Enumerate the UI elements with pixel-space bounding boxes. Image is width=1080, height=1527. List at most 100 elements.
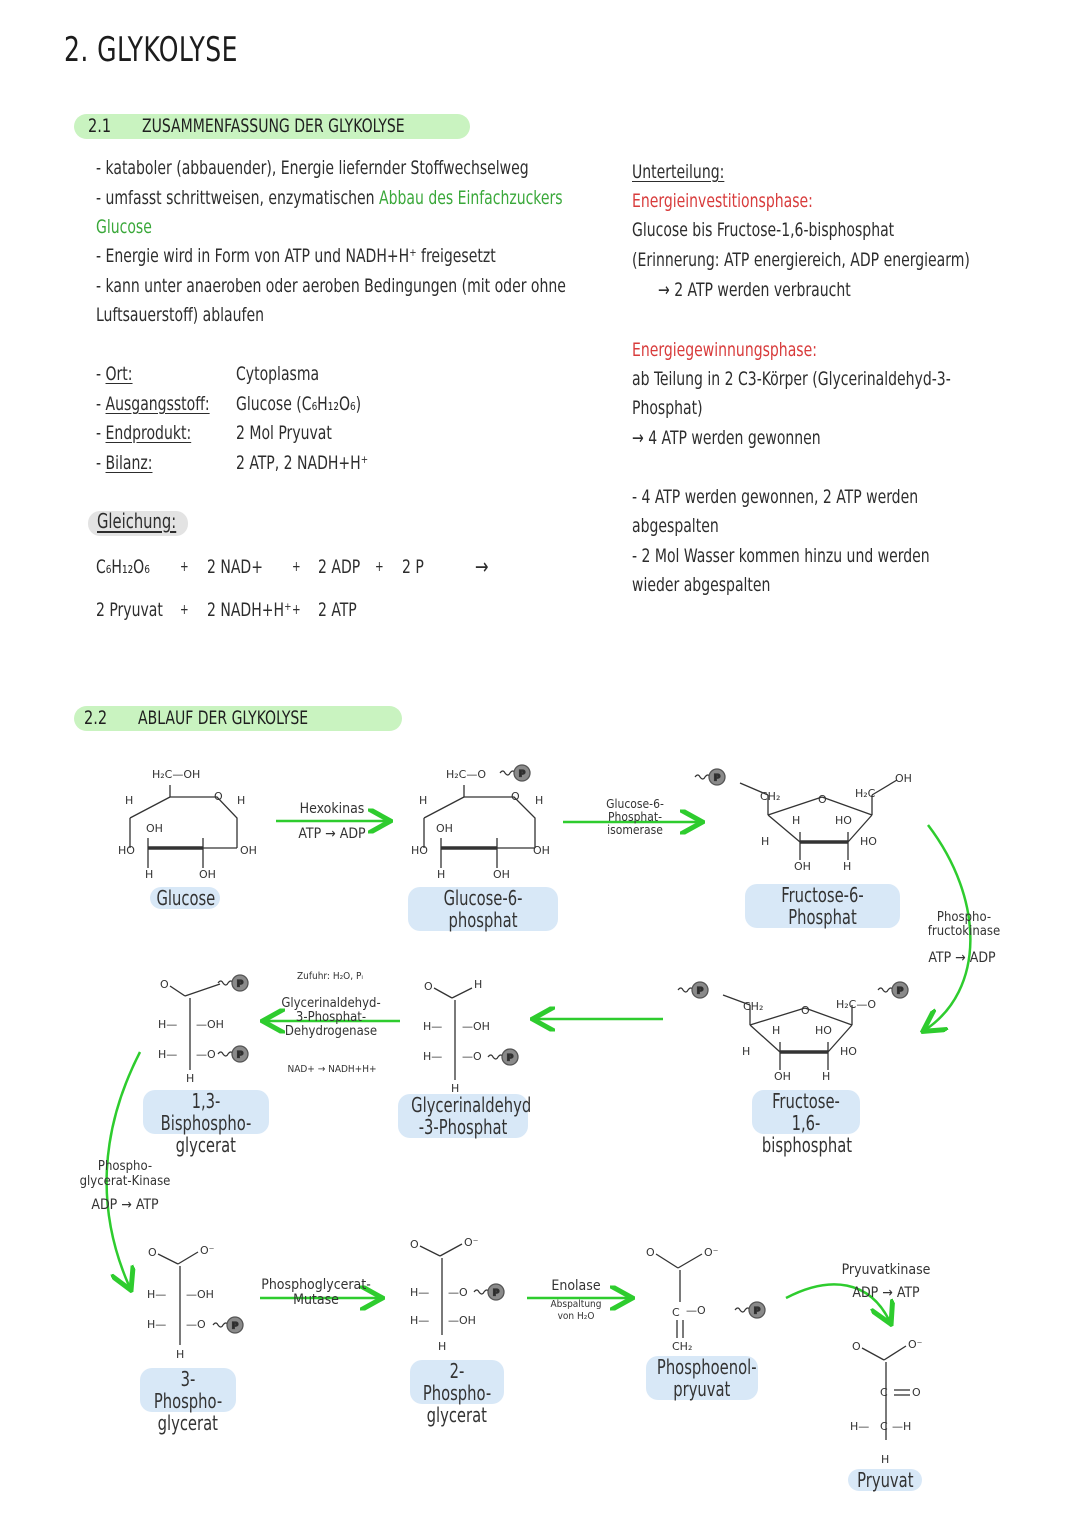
note1-line1: - 4 ATP werden gewonnen, 2 ATP werden [632,486,919,508]
svg-text:OH: OH [774,1070,791,1083]
svg-text:H: H [125,794,133,807]
note2-line2: wieder abgespalten [632,574,771,596]
svg-text:O: O [148,1246,157,1259]
svg-text:H: H [474,978,482,991]
svg-text:C: C [880,1386,888,1399]
summary-bullet-2: - umfasst schrittweisen, enzymatischen A… [96,184,563,214]
equation-plus: + [180,559,189,575]
enzyme-isomerase: Glucose-6-Phosphat-isomerase [590,798,680,837]
pg3-structure: O O⁻ H— —OH H— —O H [147,1244,244,1361]
molecule-label-bpg: 1,3-Bisphospho-glycerat [143,1090,269,1156]
section-number: 2.2 [84,707,108,729]
svg-text:—OH: —OH [462,1020,490,1033]
svg-text:O: O [214,790,223,803]
section-heading: ABLAUF DER GLYKOLYSE [138,707,309,729]
svg-text:OH: OH [199,868,216,881]
equation-label-bg [88,511,188,536]
svg-text:O: O [646,1246,655,1259]
equation-arrow: → [475,555,489,580]
svg-text:O: O [511,790,520,803]
fact-product: - Endprodukt: [96,422,192,444]
svg-text:—O: —O [186,1318,206,1331]
svg-text:H—: H— [410,1314,429,1327]
svg-text:C: C [672,1306,680,1319]
molecule-label-glucose: Glucose [150,887,220,909]
phase2-title: Energiegewinnungsphase: [632,339,817,361]
equation-plus: + [292,602,301,618]
equation-reactant-adp: 2 ADP [318,556,361,578]
svg-text:OH: OH [533,844,550,857]
svg-text:H: H [186,1072,194,1085]
svg-text:H: H [792,814,800,827]
label-text: Pryuvat [856,1468,914,1492]
equation-reactant-glucose: C₆H₁₂O₆ [96,556,150,578]
svg-text:O: O [160,978,169,991]
enzyme-hexokinase: Hexokinas [282,801,382,817]
fact-location-value: Cytoplasma [236,363,320,385]
svg-text:O: O [424,980,433,993]
enzyme-name: Glucose-6- [606,797,664,811]
phase2-line2: Phosphat) [632,397,703,419]
fact-source: - Ausgangsstoff: [96,393,210,415]
svg-text:O⁻: O⁻ [908,1338,923,1351]
enzyme-mutase: Phosphoglycerat-Mutase [258,1278,374,1308]
enzyme-name: Phospho- [97,1159,153,1174]
label-text: Phosphoenol- [656,1355,757,1379]
svg-text:OH: OH [493,868,510,881]
enzyme-enolase: Enolase [551,1278,601,1294]
svg-text:H: H [419,794,427,807]
label-text: bisphosphat [761,1133,853,1157]
equation-reactant-nad: 2 NAD+ [207,556,263,578]
enzyme-name: 3-Phosphat- [295,1010,367,1025]
fact-key: Ausgangsstoff: [105,393,210,415]
equation-product-pyruvate: 2 Pryuvat [96,599,163,621]
pg2-structure: O O⁻ H— —O H— —OH H [410,1236,505,1353]
svg-text:H₂C: H₂C [855,787,876,800]
phase1-line1: Glucose bis Fructose-1,6-bisphosphat [632,219,895,241]
subdivision-heading: Unterteilung: [632,161,725,183]
svg-text:H: H [822,1070,830,1083]
svg-text:H—: H— [158,1048,177,1061]
svg-text:C: C [880,1420,888,1433]
page-title: 2. GLYKOLYSE [64,30,238,70]
equation-plus: + [292,559,301,575]
label-text: pryuvat [673,1377,731,1401]
molecule-label-gap: Glycerinaldehyd-3-Phosphat [398,1094,531,1139]
enzyme-pfk-cofactor: ATP → ADP [928,950,996,966]
svg-text:H—: H— [147,1288,166,1301]
enzyme-name: Phosphat- [607,810,663,824]
bpg-structure: O H— —OH H— —O H [158,974,249,1085]
enzyme-name: Phosphoglycerat- [261,1277,371,1293]
fact-key: Ort: [105,363,133,385]
svg-text:H: H [451,1082,459,1095]
enzyme-name: fructokinase [927,924,1001,939]
svg-text:HO: HO [860,835,877,848]
svg-text:HO: HO [840,1045,857,1058]
label-text: -3-Phosphat [418,1115,508,1139]
svg-text:O⁻: O⁻ [200,1244,215,1257]
svg-text:H: H [438,1340,446,1353]
label-text: 2-Phospho- [422,1359,492,1405]
section-header-pathway: 2.2 ABLAUF DER GLYKOLYSE [74,706,402,731]
svg-text:CH₂: CH₂ [672,1340,692,1353]
svg-text:O: O [912,1386,921,1399]
svg-text:H₂C—O: H₂C—O [446,768,486,781]
enzyme-name: Phospho- [936,910,992,925]
svg-text:—OH: —OH [448,1314,476,1327]
molecule-label-pep: Phosphoenol-pryuvat [646,1356,758,1400]
svg-text:H: H [843,860,851,873]
phase1-line3: → 2 ATP werden verbraucht [658,279,851,301]
f16bp-structure: CH₂ O H₂C—O H H HO HO OH H [677,981,909,1083]
equation-plus: + [180,602,189,618]
svg-text:H—: H— [850,1420,869,1433]
enzyme-name: Dehydrogenase [284,1024,378,1039]
molecule-label-f6p: Fructose-6-Phosphat [745,884,900,928]
svg-text:H—: H— [158,1018,177,1031]
fact-key: Endprodukt: [105,422,192,444]
summary-bullet-4: - kann unter anaeroben oder aeroben Bedi… [96,275,566,297]
section-header-summary: 2.1 ZUSAMMENFASSUNG DER GLYKOLYSE [74,114,470,139]
section-number: 2.1 [88,115,112,137]
svg-text:HO: HO [835,814,852,827]
svg-text:O⁻: O⁻ [704,1246,719,1259]
label-text: Fructose-1,6- [772,1089,840,1135]
